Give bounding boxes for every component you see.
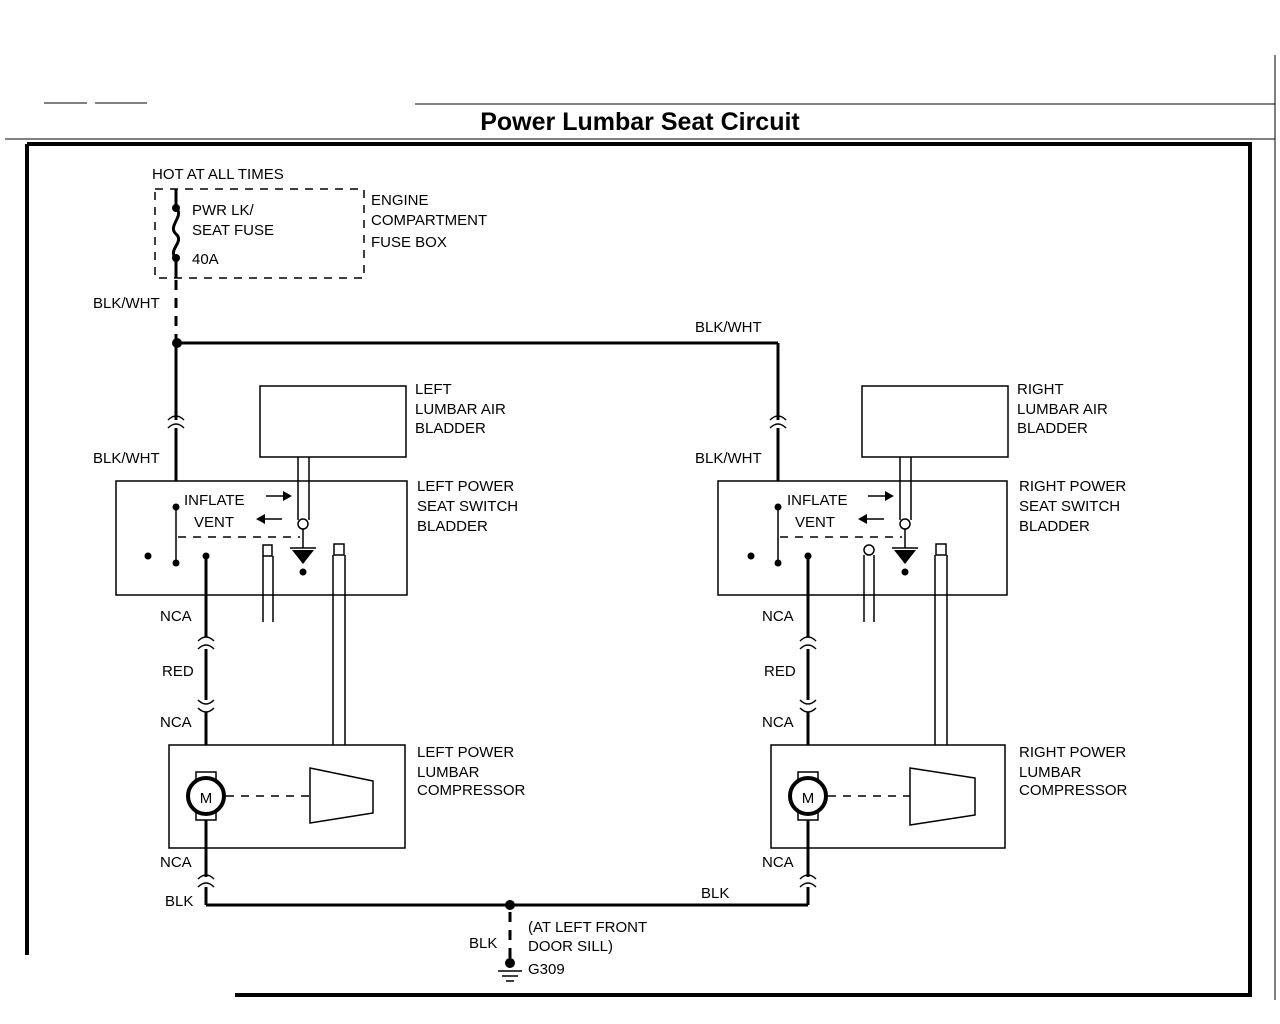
feed-wire-color: BLK/WHT: [93, 295, 160, 312]
left-tube-port-b: [333, 543, 345, 556]
right-motor-icon: [788, 776, 828, 816]
ground-bus-wire-color: BLK: [701, 885, 729, 902]
right-inflate-arrow-head: [885, 491, 894, 501]
right-connector-low-icon: [799, 699, 817, 713]
left-inflate-arrow-head: [283, 491, 292, 501]
hot-at-all-times-label: HOT AT ALL TIMES: [152, 166, 284, 183]
right-vent-label: VENT: [795, 514, 835, 531]
right-switch-label-3: BLADDER: [1019, 518, 1090, 535]
left-pump-icon: [309, 767, 374, 824]
right-check-valve-icon: [894, 550, 916, 564]
left-bladder-label-2: LUMBAR AIR: [415, 401, 506, 418]
left-switch-label-1: LEFT POWER: [417, 478, 514, 495]
left-nca-top-label: NCA: [160, 608, 192, 625]
right-bladder-label-2: LUMBAR AIR: [1017, 401, 1108, 418]
right-vent-arrow-head: [858, 514, 867, 524]
right-connector-top-icon: [769, 415, 787, 429]
fuse-rating: 40A: [192, 251, 219, 268]
right-feed-wire-color: BLK/WHT: [695, 319, 762, 336]
left-vent-arrow-head: [256, 514, 265, 524]
fuse-box-label-line2: COMPARTMENT: [371, 212, 487, 229]
left-power-seat-switch-box: [115, 480, 408, 596]
left-inflate-label: INFLATE: [184, 492, 245, 509]
right-lumbar-bladder-box: [861, 385, 1009, 458]
right-connector-ground-icon: [799, 874, 817, 888]
page-title: Power Lumbar Seat Circuit: [480, 108, 800, 136]
left-motor-label: M: [200, 790, 213, 807]
left-connector-top-icon: [167, 415, 185, 429]
right-nca-bottom-label: NCA: [762, 854, 794, 871]
fuse-icon: [171, 206, 181, 260]
left-nca-bottom-label: NCA: [160, 854, 192, 871]
left-compressor-label-1: LEFT POWER: [417, 744, 514, 761]
right-nca-mid-label: NCA: [762, 714, 794, 731]
left-check-valve-terminal: [299, 568, 307, 576]
left-blk-label: BLK: [165, 893, 193, 910]
ground-location-line1: (AT LEFT FRONT: [528, 919, 647, 936]
fuse-box-label-line3: FUSE BOX: [371, 234, 447, 251]
left-check-valve-icon: [292, 550, 314, 564]
right-compressor-label-3: COMPRESSOR: [1019, 782, 1128, 799]
right-bladder-label-3: BLADDER: [1017, 420, 1088, 437]
fuse-box-label-line1: ENGINE: [371, 192, 429, 209]
right-power-seat-switch-box: [717, 480, 1008, 596]
right-connector-mid-icon: [799, 636, 817, 650]
right-inflate-label: INFLATE: [787, 492, 848, 509]
right-switch-terminal-nc: [747, 552, 755, 560]
right-switch-label-1: RIGHT POWER: [1019, 478, 1126, 495]
ground-terminal: [505, 958, 515, 968]
left-connector-mid-icon: [197, 636, 215, 650]
left-switch-in-wire-color: BLK/WHT: [93, 450, 160, 467]
fuse-name-line2: SEAT FUSE: [192, 222, 274, 239]
right-motor-label: M: [802, 790, 815, 807]
right-switch-in-wire-color: BLK/WHT: [695, 450, 762, 467]
ground-drop-wire-color: BLK: [469, 935, 497, 952]
right-switch-label-2: SEAT SWITCH: [1019, 498, 1120, 515]
left-switch-terminal-nc: [144, 552, 152, 560]
left-nca-mid-label: NCA: [160, 714, 192, 731]
right-bladder-label-1: RIGHT: [1017, 381, 1064, 398]
left-connector-ground-icon: [197, 874, 215, 888]
left-vent-label: VENT: [194, 514, 234, 531]
left-compressor-label-3: COMPRESSOR: [417, 782, 526, 799]
right-tube-port-b: [935, 543, 947, 556]
left-switch-label-3: BLADDER: [417, 518, 488, 535]
right-compressor-label-1: RIGHT POWER: [1019, 744, 1126, 761]
fuse-name-line1: PWR LK/: [192, 202, 255, 219]
right-compressor-label-2: LUMBAR: [1019, 764, 1082, 781]
left-bladder-label-1: LEFT: [415, 381, 452, 398]
left-tube-port-a: [262, 544, 273, 557]
right-red-label: RED: [764, 663, 796, 680]
left-switch-label-2: SEAT SWITCH: [417, 498, 518, 515]
ground-location-line2: DOOR SILL): [528, 938, 613, 955]
left-compressor-label-2: LUMBAR: [417, 764, 480, 781]
left-bladder-label-3: BLADDER: [415, 420, 486, 437]
ground-splice: [505, 900, 515, 910]
right-check-valve-terminal: [901, 568, 909, 576]
right-nca-top-label: NCA: [762, 608, 794, 625]
right-pump-icon: [909, 767, 976, 826]
right-valve-icon: [899, 518, 911, 530]
left-connector-low-icon: [197, 699, 215, 713]
left-red-label: RED: [162, 663, 194, 680]
left-lumbar-bladder-box: [259, 385, 407, 458]
right-tube-port-a: [863, 544, 875, 556]
left-valve-icon: [297, 518, 309, 530]
left-motor-icon: [186, 776, 226, 816]
ground-id: G309: [528, 961, 565, 978]
